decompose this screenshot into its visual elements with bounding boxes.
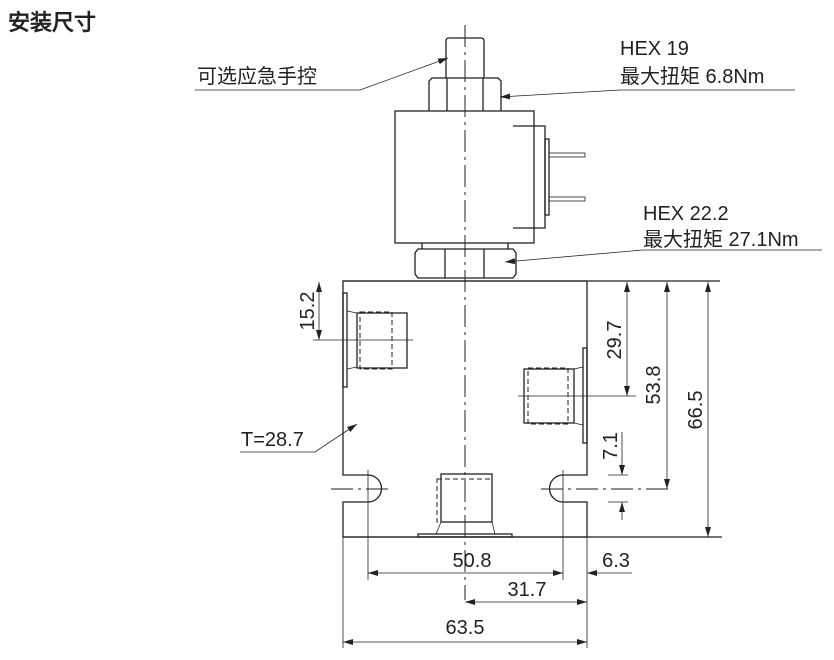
dim-15-2: 15.2 — [297, 292, 319, 331]
pin — [548, 152, 586, 158]
dim-6-3: 6.3 — [602, 550, 630, 572]
hex-bottom-label: HEX 22.2 — [643, 203, 729, 225]
leaders — [195, 57, 822, 453]
hex-top-label: HEX 19 — [620, 38, 689, 60]
connector — [513, 125, 546, 229]
dim-7-1: 7.1 — [600, 432, 622, 460]
thickness-label: T=28.7 — [241, 429, 304, 451]
page-title: 安装尺寸 — [8, 10, 96, 36]
dim-63-5: 63.5 — [446, 617, 485, 639]
dimension-lines — [316, 282, 711, 645]
pin — [548, 196, 586, 202]
torque-top-label: 最大扭矩 6.8Nm — [620, 65, 764, 88]
dim-29-7: 29.7 — [604, 321, 626, 360]
dim-50-8: 50.8 — [453, 550, 492, 572]
torque-bottom-label: 最大扭矩 27.1Nm — [643, 228, 799, 251]
dim-31-7: 31.7 — [508, 579, 547, 601]
valve-body — [313, 280, 722, 648]
hex-nut-bottom — [414, 248, 517, 279]
manual-override-label: 可选应急手控 — [197, 65, 317, 88]
dim-53-8: 53.8 — [643, 366, 665, 405]
dim-66-5: 66.5 — [685, 391, 707, 430]
solenoid-valve-top — [394, 37, 586, 279]
